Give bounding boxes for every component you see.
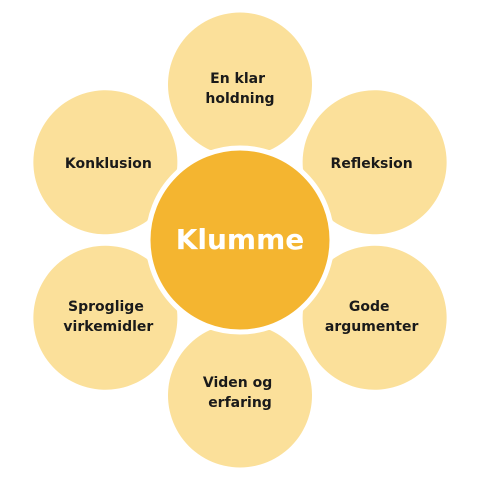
petal-bottom-shape xyxy=(168,330,312,468)
petal-lower-right-label: Gode argumenter xyxy=(325,299,419,335)
petals-group: En klar holdning Refleksion Gode argumen… xyxy=(33,12,447,468)
petal-upper-right-line-1: Refleksion xyxy=(331,156,413,172)
petal-upper-right-shape xyxy=(302,90,447,235)
petal-bottom-label: Viden og erfaring xyxy=(203,375,277,411)
petal-lower-left: Sproglige virkemidler xyxy=(33,245,178,390)
petal-top-line-2: holdning xyxy=(205,91,274,107)
petal-lower-left-label: Sproglige virkemidler xyxy=(63,299,153,335)
center-node: Klumme xyxy=(145,145,335,335)
center-circle xyxy=(145,145,335,335)
petal-upper-right-label: Refleksion xyxy=(331,156,413,172)
petal-lower-right-line-1: Gode xyxy=(349,299,390,315)
petal-upper-left: Konklusion xyxy=(33,90,178,235)
petal-upper-right: Refleksion xyxy=(302,90,447,235)
petal-bottom: Viden og erfaring xyxy=(168,330,312,468)
petal-upper-left-line-1: Konklusion xyxy=(65,156,152,172)
petal-top-line-1: En klar xyxy=(210,71,265,87)
petal-top-label: En klar holdning xyxy=(205,71,274,107)
petal-lower-right-line-2: argumenter xyxy=(325,319,419,335)
petal-lower-left-shape xyxy=(33,245,178,390)
petal-lower-left-line-2: virkemidler xyxy=(63,319,153,335)
center-label: Klumme xyxy=(176,223,305,256)
petal-lower-right-shape xyxy=(302,245,447,390)
petal-bottom-line-1: Viden og xyxy=(203,375,272,391)
petal-top: En klar holdning xyxy=(168,12,312,150)
petal-upper-left-label: Konklusion xyxy=(65,156,152,172)
petal-lower-right: Gode argumenter xyxy=(302,245,447,390)
petal-upper-left-shape xyxy=(33,90,178,235)
petal-top-shape xyxy=(168,12,312,150)
petal-lower-left-line-1: Sproglige xyxy=(68,299,144,315)
petal-bottom-line-2: erfaring xyxy=(208,395,272,411)
